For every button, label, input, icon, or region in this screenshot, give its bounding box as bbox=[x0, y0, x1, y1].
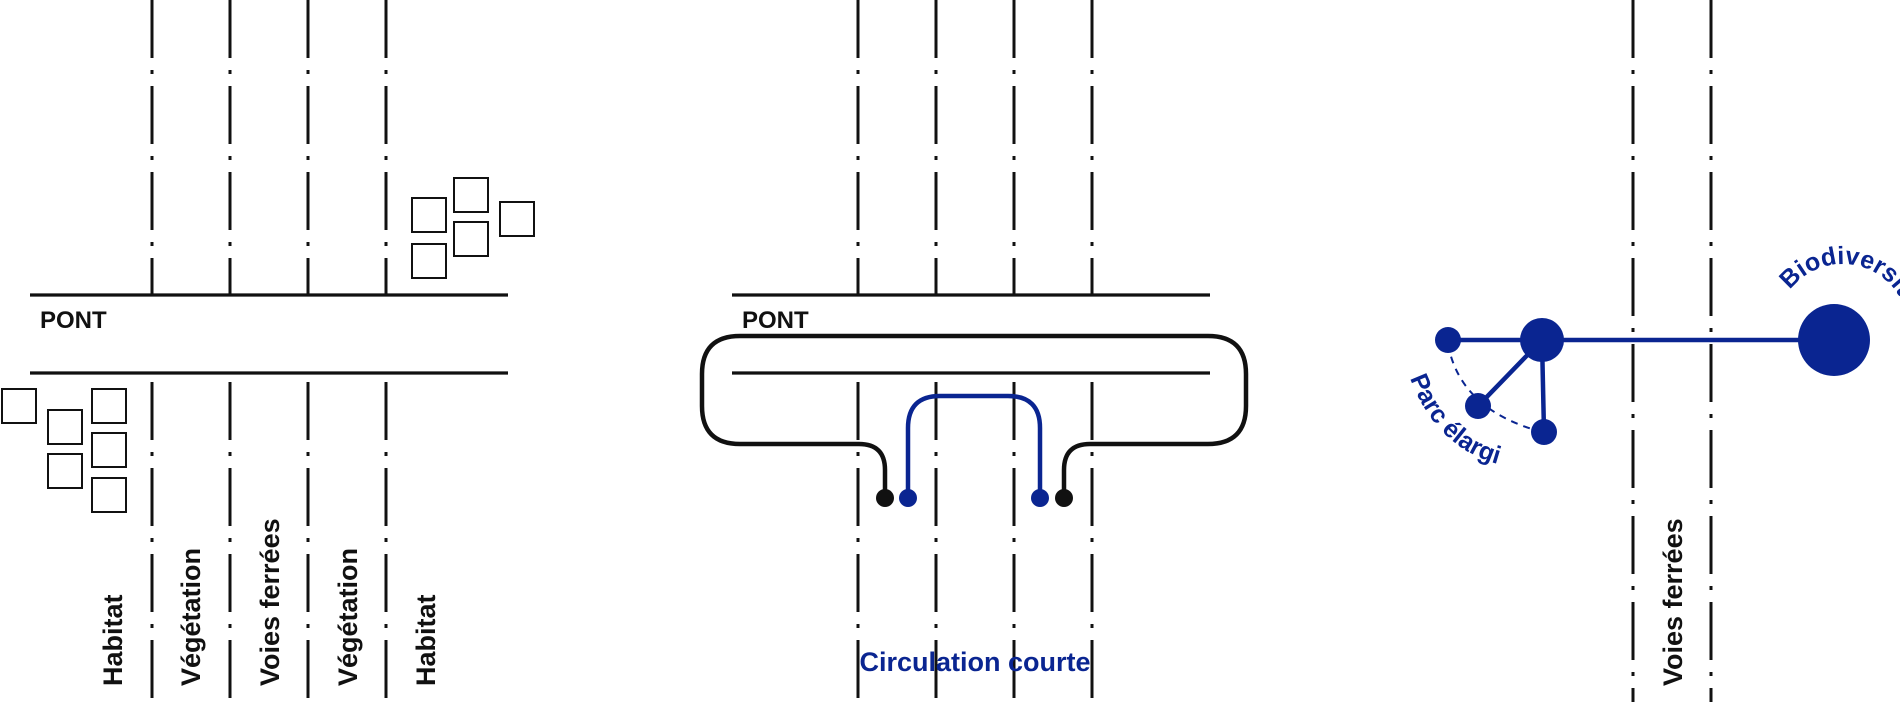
house-icon bbox=[411, 197, 447, 233]
house-icon bbox=[47, 453, 83, 489]
loop-endpoint bbox=[876, 489, 894, 507]
network-node-medium bbox=[1520, 318, 1564, 362]
network-node-small bbox=[1435, 327, 1461, 353]
house-icon bbox=[47, 409, 83, 445]
label-biodiversite: Biodiversité bbox=[1774, 242, 1900, 312]
caption-circulation-courte: Circulation courte bbox=[859, 647, 1090, 677]
house-icon bbox=[1, 388, 37, 424]
house-icon bbox=[411, 243, 447, 279]
house-icon bbox=[453, 221, 489, 257]
label-parc-elargi: Parc élargi bbox=[1404, 370, 1504, 470]
strip-label-habitat: Habitat bbox=[98, 594, 128, 686]
strip-label-habitat: Habitat bbox=[411, 594, 441, 686]
strip-label-vegetation: Végétation bbox=[176, 548, 206, 686]
strip-label-vegetation: Végétation bbox=[333, 548, 363, 686]
loop-endpoint bbox=[1055, 489, 1073, 507]
network-node-small bbox=[1531, 419, 1557, 445]
house-icon bbox=[453, 177, 489, 213]
network-node-small bbox=[1465, 393, 1491, 419]
network-node-large bbox=[1798, 304, 1870, 376]
label-parc-elargi-path: Parc élargi bbox=[1404, 370, 1504, 470]
house-icon bbox=[499, 201, 535, 237]
panel-left: PONT Habitat Végétation Voies ferrées Vé… bbox=[1, 0, 535, 702]
bridge-label: PONT bbox=[40, 307, 107, 334]
panel-middle: PONT Circulation courte bbox=[699, 0, 1249, 702]
panel-right: Voies ferrées Parc élargi Biodiversité bbox=[1404, 0, 1900, 702]
network-dashed-arc bbox=[1447, 343, 1543, 433]
bridge-label: PONT bbox=[742, 307, 809, 334]
house-icon bbox=[91, 388, 127, 424]
houses-cluster-top bbox=[411, 177, 535, 279]
loop-endpoint bbox=[899, 489, 917, 507]
house-icon bbox=[91, 477, 127, 513]
long-circulation-loop bbox=[699, 333, 1249, 497]
strip-label-voies-ferrees: Voies ferrées bbox=[1658, 518, 1688, 686]
strip-label-voies-ferrees: Voies ferrées bbox=[255, 518, 285, 686]
short-circulation-loop bbox=[905, 393, 1043, 497]
houses-cluster-bottom bbox=[1, 388, 127, 513]
loop-endpoint bbox=[1031, 489, 1049, 507]
label-biodiversite-path: Biodiversité bbox=[1774, 242, 1900, 312]
green-network bbox=[1435, 304, 1870, 445]
house-icon bbox=[91, 432, 127, 468]
